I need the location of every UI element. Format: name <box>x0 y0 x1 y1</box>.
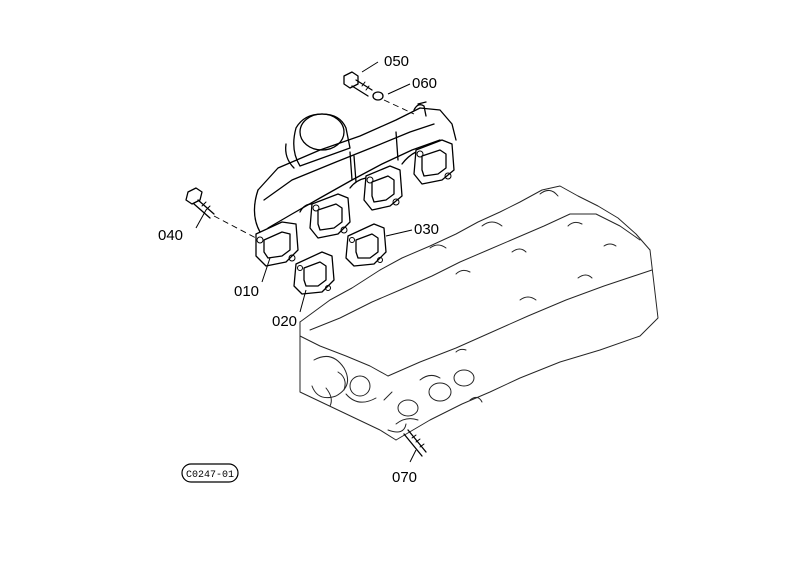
gasket-030 <box>345 223 387 267</box>
stud-070 <box>403 429 427 457</box>
figure-code-badge: C0247-01 <box>181 463 239 483</box>
label-060: 060 <box>412 75 437 92</box>
gasket-020 <box>293 251 335 295</box>
washer-060 <box>372 91 415 115</box>
label-070: 070 <box>392 469 417 486</box>
label-050: 050 <box>384 53 409 70</box>
bolt-040 <box>185 187 257 239</box>
label-020: 020 <box>272 313 297 330</box>
figure-code: C0247-01 <box>186 470 234 481</box>
cylinder-head <box>299 185 659 441</box>
label-030: 030 <box>414 221 439 238</box>
label-010: 010 <box>234 283 259 300</box>
label-040: 040 <box>158 227 183 244</box>
bolt-050 <box>343 71 373 97</box>
leader-lines <box>195 61 417 463</box>
exhaust-manifold <box>253 101 457 267</box>
